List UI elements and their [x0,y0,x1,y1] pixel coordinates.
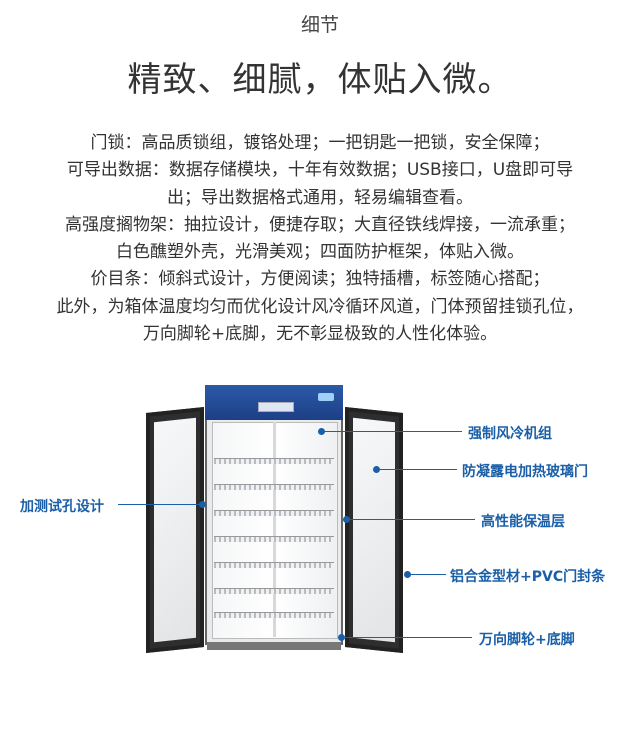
paragraph-line: 万向脚轮+底脚，无不彰显极致的人性化体验。 [142,324,498,345]
shelf [214,484,334,490]
refrigerator-figure: 加测试孔设计 强制风冷机组 防凝露电加热玻璃门 高性能保温层 铝合金型材+PVC… [0,380,640,710]
paragraph-line: 价目条：倾斜式设计，方便阅读；独特插槽，标签随心搭配； [90,269,550,290]
callout-dot [373,466,380,473]
shelf [214,562,334,568]
brand-logo [318,393,334,401]
callout-test-hole: 加测试孔设计 [20,499,104,515]
shelf [214,510,334,516]
paragraph-line: 出；导出数据格式通用，轻易编辑查看。 [167,187,473,208]
section-title: 细节 [300,14,339,36]
callout-casters: 万向脚轮+底脚 [479,632,575,648]
feature-description: 门锁：高品质锁组，镀铬处理；一把钥匙一把锁，安全保障； 可导出数据：数据存储模块… [0,130,640,348]
callout-line [322,431,462,432]
paragraph-line: 白色醮塑外壳，光滑美观；四面防护框架，体贴入微。 [116,242,524,263]
callout-dot [318,428,325,435]
paragraph-line: 门锁：高品质锁组，镀铬处理；一把钥匙一把锁，安全保障； [90,133,550,153]
paragraph-line: 高强度搁物架：抽拉设计，便捷存取；大直径铁线焊接，一流承重； [65,214,575,235]
callout-insulation: 高性能保温层 [481,514,565,530]
right-glass-door [345,406,403,654]
callout-dot [199,501,206,508]
shelf [214,536,334,542]
callout-line [347,519,475,520]
callout-cooling-unit: 强制风冷机组 [468,426,552,442]
callout-dot [343,516,350,523]
callout-dot [404,571,411,578]
shelf [214,612,334,618]
callout-line [118,504,201,505]
paragraph-line: 可导出数据：数据存储模块，十年有效数据；USB接口，U盘即可导 [66,160,574,181]
shelf [214,458,334,464]
callout-door-seal: 铝合金型材+PVC门封条 [450,569,606,585]
headline: 精致、细腻，体贴入微。 [127,60,513,100]
shelf [214,588,334,594]
callout-dot [338,634,345,641]
left-glass-door [146,406,204,654]
callout-line [342,637,472,638]
cabinet-base [207,642,341,650]
display-screen [258,402,294,412]
callout-glass-door: 防凝露电加热玻璃门 [462,464,588,480]
callout-line [408,574,446,575]
center-divider [273,422,276,637]
callout-line [377,469,457,470]
paragraph-line: 此外，为箱体温度均匀而优化设计风冷循环风道，门体预留挂锁孔位， [56,296,584,317]
